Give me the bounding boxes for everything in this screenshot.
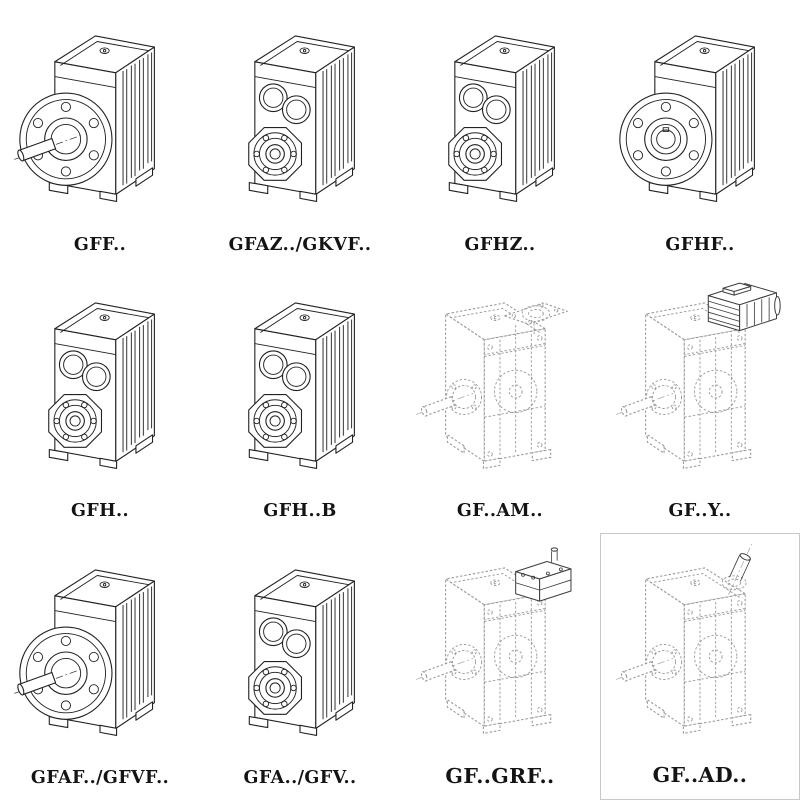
gearbox-drawing	[2, 4, 198, 233]
catalog-cell-gfh: GFH..	[0, 267, 200, 534]
model-label: GFHF..	[665, 234, 735, 255]
catalog-cell-gfaz-gkvf: GFAZ../GKVF..	[200, 0, 400, 267]
catalog-cell-gfhf: GFHF..	[600, 0, 800, 267]
catalog-cell-gff: GFF..	[0, 0, 200, 267]
catalog-cell-gf-ad: GF..AD..	[600, 533, 800, 800]
model-label: GF..AD..	[652, 762, 748, 787]
model-label: GFAZ../GKVF..	[228, 234, 372, 255]
gearbox-drawing	[402, 271, 598, 500]
gearbox-drawing	[2, 537, 198, 766]
catalog-cell-gf-y: GF..Y..	[600, 267, 800, 534]
model-label: GFH..B	[263, 501, 337, 522]
catalog-cell-gfa-gfv: GFA../GFV..	[200, 533, 400, 800]
model-label: GF..Y..	[668, 501, 732, 522]
catalog-cell-gf-grf: GF..GRF..	[400, 533, 600, 800]
motor-mounted-gearbox-illustration	[615, 282, 781, 491]
model-label: GFF..	[73, 234, 127, 255]
flange-hollow-gearbox-illustration	[619, 35, 755, 203]
model-label: GFA../GFV..	[243, 767, 357, 788]
catalog-cell-gf-am: GF..AM..	[400, 267, 600, 534]
gearbox-drawing	[202, 271, 398, 500]
gearbox-drawing	[603, 538, 797, 761]
gearbox-drawing	[402, 537, 598, 762]
hollow-shaft-gearbox-illustration	[248, 35, 355, 203]
catalog-cell-gfhz: GFHZ..	[400, 0, 600, 267]
gearbox-drawing	[402, 4, 598, 233]
hollow-shaft-gearbox-illustration	[248, 569, 355, 736]
input-shaft-gearbox-illustration	[615, 543, 753, 756]
adapter-flange-gearbox-illustration	[415, 302, 568, 491]
gearbox-drawing	[602, 4, 798, 233]
gearbox-drawing	[202, 537, 398, 766]
model-label: GFH..	[70, 501, 130, 522]
gearbox-drawing	[2, 271, 198, 500]
model-label: GFHZ..	[464, 234, 536, 255]
model-label: GF..AM..	[456, 501, 544, 522]
hollow-shaft-gearbox-illustration	[248, 302, 355, 469]
catalog-cell-gfh-b: GFH..B	[200, 267, 400, 534]
hollow-shaft-gearbox-illustration	[48, 302, 155, 469]
flange-gearbox-illustration	[13, 569, 155, 736]
gearbox-drawing	[602, 271, 798, 500]
model-label: GF..GRF..	[445, 763, 555, 788]
flange-gearbox-illustration	[13, 35, 155, 203]
model-label: GFAF../GFVF..	[30, 767, 170, 788]
catalog-cell-gfaf-gfvf: GFAF../GFVF..	[0, 533, 200, 800]
hollow-shaft-gearbox-illustration	[448, 35, 555, 203]
input-cover-gearbox-illustration	[415, 547, 572, 756]
gearbox-drawing	[202, 4, 398, 233]
